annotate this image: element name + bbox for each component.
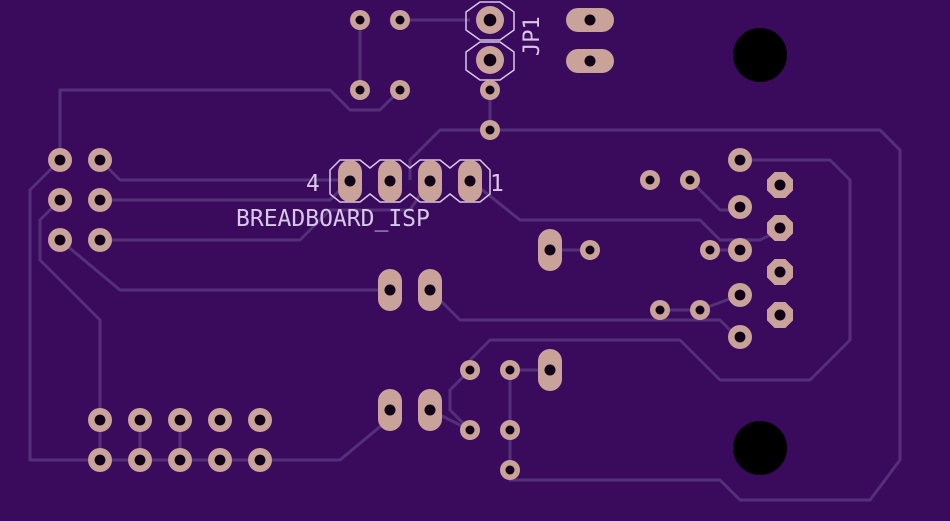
bottom-header-pad-hole	[94, 454, 106, 466]
silkscreen	[329, 1, 515, 203]
isp-pin-first-label: 4	[306, 171, 320, 197]
pad-hole	[485, 85, 495, 95]
pad-hole	[355, 15, 365, 25]
connector-pad-hole	[774, 179, 786, 191]
connector-pad-hole	[774, 266, 786, 278]
jp1-pad-hole	[483, 53, 497, 67]
mounting-hole-bottom	[733, 421, 787, 475]
pad-hole	[685, 175, 695, 185]
header-pad-hole	[94, 234, 106, 246]
header-pad-hole	[94, 154, 106, 166]
bottom-header-pad-hole	[254, 414, 266, 426]
jp1-pad-hole	[483, 13, 497, 27]
pads	[48, 6, 793, 480]
header-pad-hole	[54, 234, 66, 246]
pad-hole	[705, 245, 715, 255]
isp-pad-hole	[464, 175, 476, 187]
header-pad-hole	[94, 194, 106, 206]
bottom-header-pad-hole	[254, 454, 266, 466]
isp-pad-hole	[384, 175, 396, 187]
bottom-header-pad-hole	[174, 454, 186, 466]
jp1-outline-bottom	[465, 41, 515, 81]
connector-pad-hole	[734, 331, 746, 343]
bottom-header-pad-hole	[214, 454, 226, 466]
pad-hole	[395, 15, 405, 25]
header-pad-hole	[54, 154, 66, 166]
pad-hole	[544, 244, 556, 256]
isp-name-label: BREADBOARD_ISP	[236, 206, 430, 232]
pad-hole	[465, 365, 475, 375]
bottom-header-pad-hole	[214, 414, 226, 426]
pad-hole	[355, 85, 365, 95]
pad-hole	[695, 305, 705, 315]
header-pad-hole	[54, 194, 66, 206]
connector-pad-hole	[734, 201, 746, 213]
pad-hole	[505, 365, 515, 375]
pad-hole	[384, 404, 396, 416]
bottom-header-pad-hole	[134, 414, 146, 426]
connector-pad-hole	[734, 289, 746, 301]
pad-hole	[384, 284, 396, 296]
bottom-header-pad-hole	[134, 454, 146, 466]
pad-hole	[424, 284, 436, 296]
connector-pad-hole	[734, 154, 746, 166]
pad-hole	[465, 425, 475, 435]
connector-pad-hole	[774, 309, 786, 321]
connector-pad-hole	[774, 222, 786, 234]
mounting-hole-top	[733, 28, 787, 82]
isp-pad-hole	[344, 175, 356, 187]
pad-hole	[655, 305, 665, 315]
pad-hole	[505, 465, 515, 475]
jumper-name-label: JP1	[520, 16, 545, 56]
pad-hole	[584, 55, 596, 67]
pad-hole	[645, 175, 655, 185]
pad-hole	[424, 404, 436, 416]
isp-pin-last-label: 1	[490, 171, 504, 197]
pad-hole	[505, 425, 515, 435]
isp-outline	[329, 159, 491, 203]
bottom-header-pad-hole	[94, 414, 106, 426]
pad-hole	[584, 14, 596, 26]
isp-pad-hole	[424, 175, 436, 187]
pad-hole	[585, 245, 595, 255]
connector-pad-hole	[734, 244, 746, 256]
jp1-outline-top	[465, 1, 515, 41]
pad-hole	[485, 125, 495, 135]
pad-hole	[395, 85, 405, 95]
pad-hole	[544, 364, 556, 376]
bottom-header-pad-hole	[174, 414, 186, 426]
